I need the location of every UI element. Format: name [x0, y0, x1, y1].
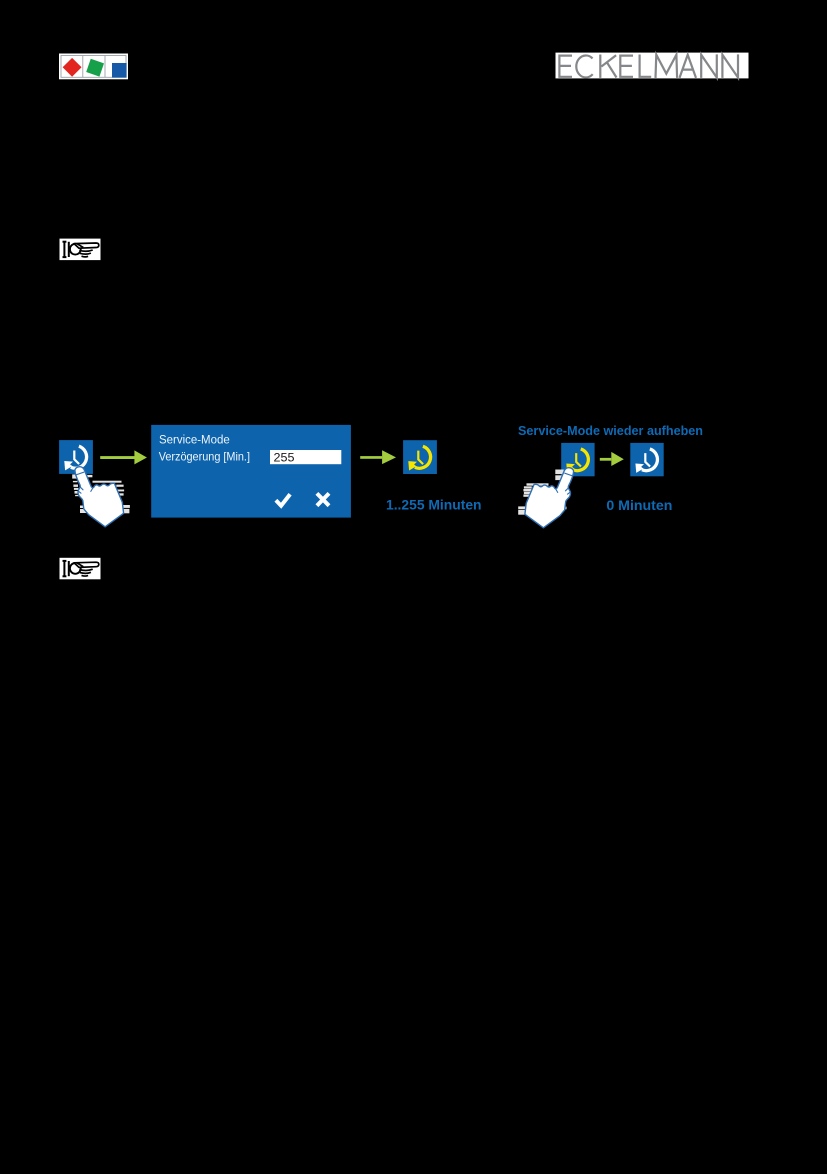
- svg-text:1..255 Minuten: 1..255 Minuten: [386, 498, 482, 514]
- svg-text:0 Minuten: 0 Minuten: [606, 498, 672, 514]
- svg-text:Service-Mode wieder aufheben: Service-Mode wieder aufheben: [518, 424, 703, 438]
- svg-text:Verzögerung [Min.]: Verzögerung [Min.]: [159, 450, 250, 464]
- svg-text:255: 255: [274, 452, 295, 464]
- svg-text:Service-Mode: Service-Mode: [159, 433, 230, 447]
